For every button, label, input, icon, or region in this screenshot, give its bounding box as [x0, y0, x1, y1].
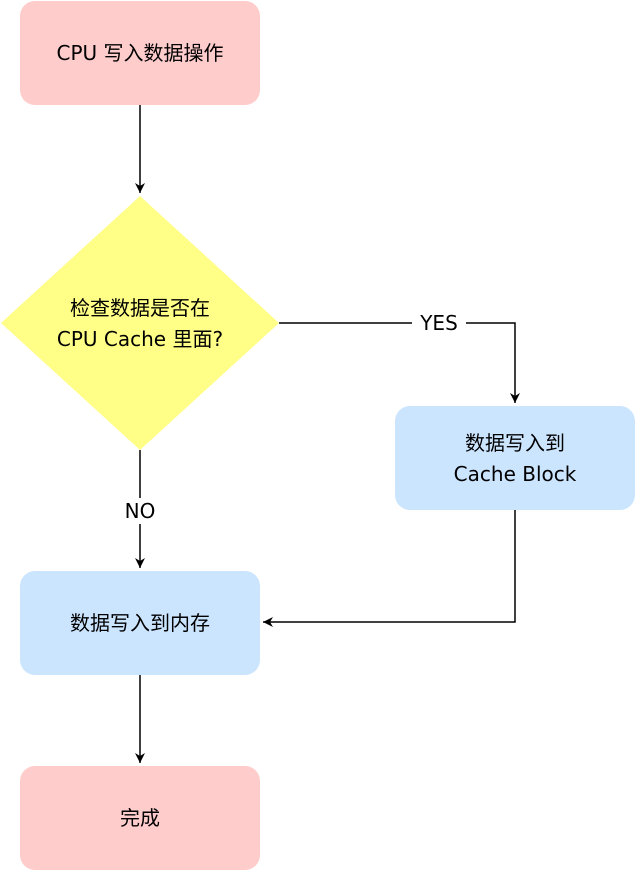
decision-node-label-line2: CPU Cache 里面? [57, 327, 223, 351]
write-memory-node[interactable] [20, 571, 260, 675]
end-node[interactable] [20, 766, 260, 870]
end-node-label: 完成 [120, 806, 160, 830]
write-cache-block-node[interactable] [395, 406, 635, 510]
write-cache-block-label-line2: Cache Block [454, 462, 577, 486]
write-cache-block-label-line1: 数据写入到 [465, 431, 565, 455]
decision-node-label-line1: 检查数据是否在 [70, 296, 210, 320]
start-node[interactable] [20, 1, 260, 105]
decision-node[interactable] [1, 196, 279, 450]
start-node-label: CPU 写入数据操作 [56, 41, 223, 65]
yes-label: YES [419, 311, 458, 335]
no-label: NO [125, 499, 156, 523]
yes-label-bg [412, 311, 466, 335]
write-memory-label: 数据写入到内存 [70, 611, 210, 635]
edge-block-to-memory [263, 510, 516, 627]
no-label-bg [118, 498, 162, 524]
edge-decision-yes [279, 322, 520, 403]
